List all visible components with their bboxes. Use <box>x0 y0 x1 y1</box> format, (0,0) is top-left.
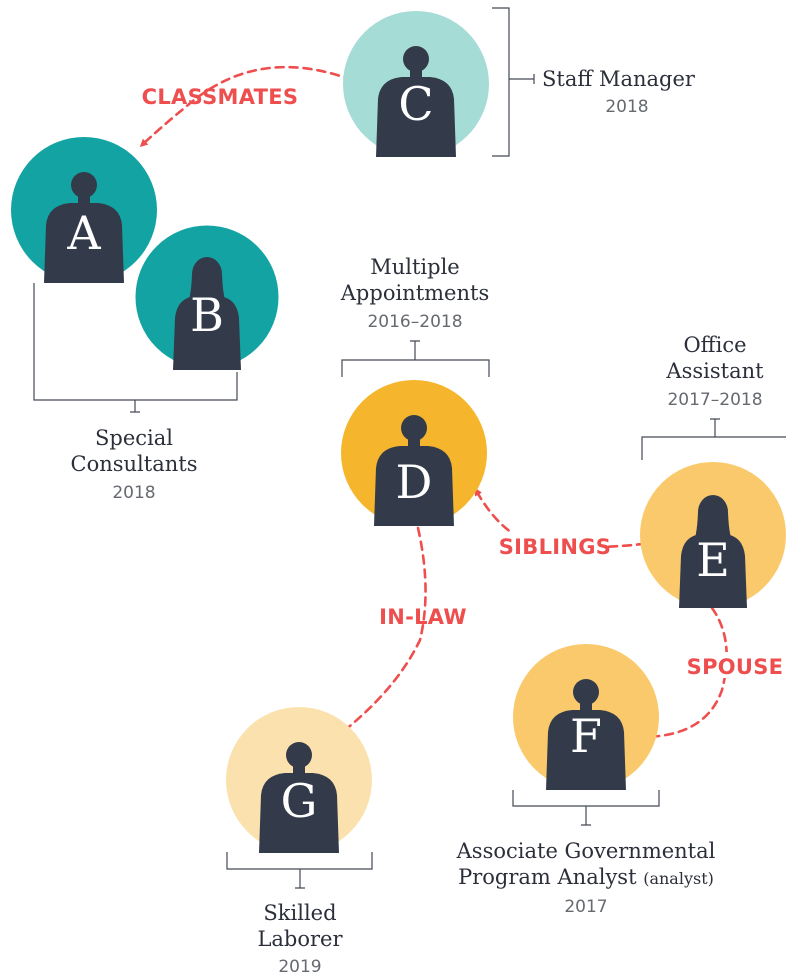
person-b: B <box>132 222 282 372</box>
staff-manager-bracket <box>492 7 535 157</box>
agpa-title-suffix: (analyst) <box>643 869 714 888</box>
person-d: D <box>341 380 487 526</box>
skilled-laborer-years: 2019 <box>278 957 321 977</box>
in-law-label: IN-LAW <box>379 605 467 629</box>
special-consultants-years: 2018 <box>112 483 155 503</box>
person-g: G <box>226 707 372 853</box>
agpa-label: Associate Governmental Program Analyst (… <box>456 839 716 917</box>
in-law-arrow <box>337 526 427 736</box>
spouse-label: SPOUSE <box>687 655 784 679</box>
person-b-letter: B <box>190 288 224 342</box>
office-assistant-title-line2: Assistant <box>665 359 764 383</box>
siblings-label: SIBLINGS <box>499 535 611 559</box>
classmates-label: CLASSMATES <box>142 85 299 109</box>
office-assistant-label: Office Assistant 2017–2018 <box>665 333 764 410</box>
staff-manager-label: Staff Manager 2018 <box>542 67 696 117</box>
special-consultants-title-line2: Consultants <box>71 452 198 476</box>
classmates-arrow <box>139 65 357 148</box>
person-a-letter: A <box>66 206 101 260</box>
agpa-bracket <box>512 790 660 826</box>
staff-manager-title: Staff Manager <box>542 67 696 91</box>
person-e-letter: E <box>696 533 730 587</box>
special-consultants-label: Special Consultants 2018 <box>71 426 198 503</box>
multiple-appointments-bracket <box>341 340 490 377</box>
multiple-appointments-label: Multiple Appointments 2016–2018 <box>340 255 489 332</box>
spouse-arrow <box>641 606 728 741</box>
spouse-label-bg <box>690 652 782 678</box>
skilled-laborer-label: Skilled Laborer 2019 <box>257 901 343 977</box>
person-d-letter: D <box>396 455 433 509</box>
person-a: A <box>11 137 157 283</box>
siblings-label-bg <box>502 532 608 558</box>
agpa-title-line2-group: Program Analyst (analyst) <box>458 865 714 889</box>
person-c: C <box>343 11 489 157</box>
skilled-laborer-bracket <box>226 852 373 889</box>
person-f-letter: F <box>570 709 602 763</box>
multiple-appointments-title-line1: Multiple <box>370 255 460 279</box>
office-assistant-title-line1: Office <box>683 333 746 357</box>
skilled-laborer-title-line2: Laborer <box>257 927 343 951</box>
person-g-letter: G <box>281 774 318 828</box>
person-f: F <box>513 644 659 790</box>
staff-manager-years: 2018 <box>605 97 648 117</box>
multiple-appointments-years: 2016–2018 <box>367 312 462 332</box>
skilled-laborer-title-line1: Skilled <box>263 901 336 925</box>
office-assistant-years: 2017–2018 <box>667 390 762 410</box>
multiple-appointments-title-line2: Appointments <box>340 281 489 305</box>
person-c-letter: C <box>398 77 433 131</box>
special-consultants-title-line1: Special <box>95 426 173 450</box>
agpa-title-line1: Associate Governmental <box>456 839 716 863</box>
person-e: E <box>640 462 786 608</box>
office-assistant-bracket <box>641 418 786 460</box>
agpa-title-line2: Program Analyst <box>458 865 637 889</box>
agpa-years: 2017 <box>564 897 607 917</box>
special-consultants-bracket <box>33 283 238 413</box>
